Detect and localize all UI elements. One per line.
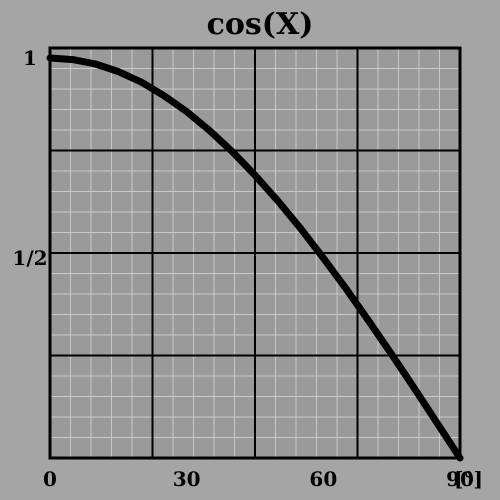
plot-frame [48, 46, 462, 460]
labels: 0 30 60 90[°] 1 1/2 [12, 46, 483, 491]
x-tick-label: 0 [43, 467, 57, 491]
x-tick-label: 90 [446, 467, 474, 491]
series-layer [46, 54, 464, 462]
y-tick-label: 1/2 [12, 246, 47, 270]
x-axis-unit: [°] [454, 467, 483, 491]
x-tick-label: 30 [173, 467, 201, 491]
series-line-cos [46, 54, 464, 462]
y-tick-label: 1 [23, 46, 37, 70]
chart-title: cos(X) [207, 7, 314, 42]
x-tick-label: 60 [309, 467, 337, 491]
grid [48, 46, 462, 460]
